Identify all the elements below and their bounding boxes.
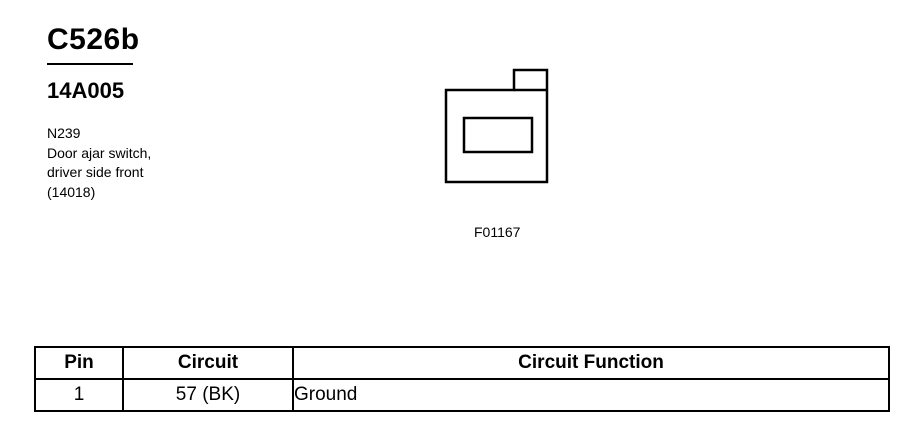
table-row: 1 57 (BK) Ground: [34, 378, 890, 412]
figure-code-label: F01167: [474, 224, 521, 240]
component-code: N239: [47, 125, 81, 141]
column-header-circuit-function: Circuit Function: [292, 346, 890, 380]
description-line: Door ajar switch,: [47, 144, 152, 161]
column-header-circuit: Circuit: [122, 346, 294, 380]
component-description: N239 Door ajar switch, driver side front…: [47, 124, 151, 202]
connector-terminal-slot: [462, 116, 534, 154]
connector-id-title: C526b: [47, 23, 140, 56]
cell-pin: 1: [34, 378, 124, 412]
part-number-heading: 14A005: [47, 78, 125, 103]
title-underline: [47, 63, 133, 65]
connector-face-diagram: [444, 68, 549, 184]
cell-circuit: 57 (BK): [122, 378, 294, 412]
column-header-pin: Pin: [34, 346, 124, 380]
description-line: (14018): [47, 183, 96, 200]
table-header-row: Pin Circuit Circuit Function: [34, 346, 890, 380]
pin-table: Pin Circuit Circuit Function 1 57 (BK) G…: [34, 346, 890, 412]
cell-circuit-function: Ground: [292, 378, 890, 412]
description-line: driver side front: [47, 164, 144, 180]
